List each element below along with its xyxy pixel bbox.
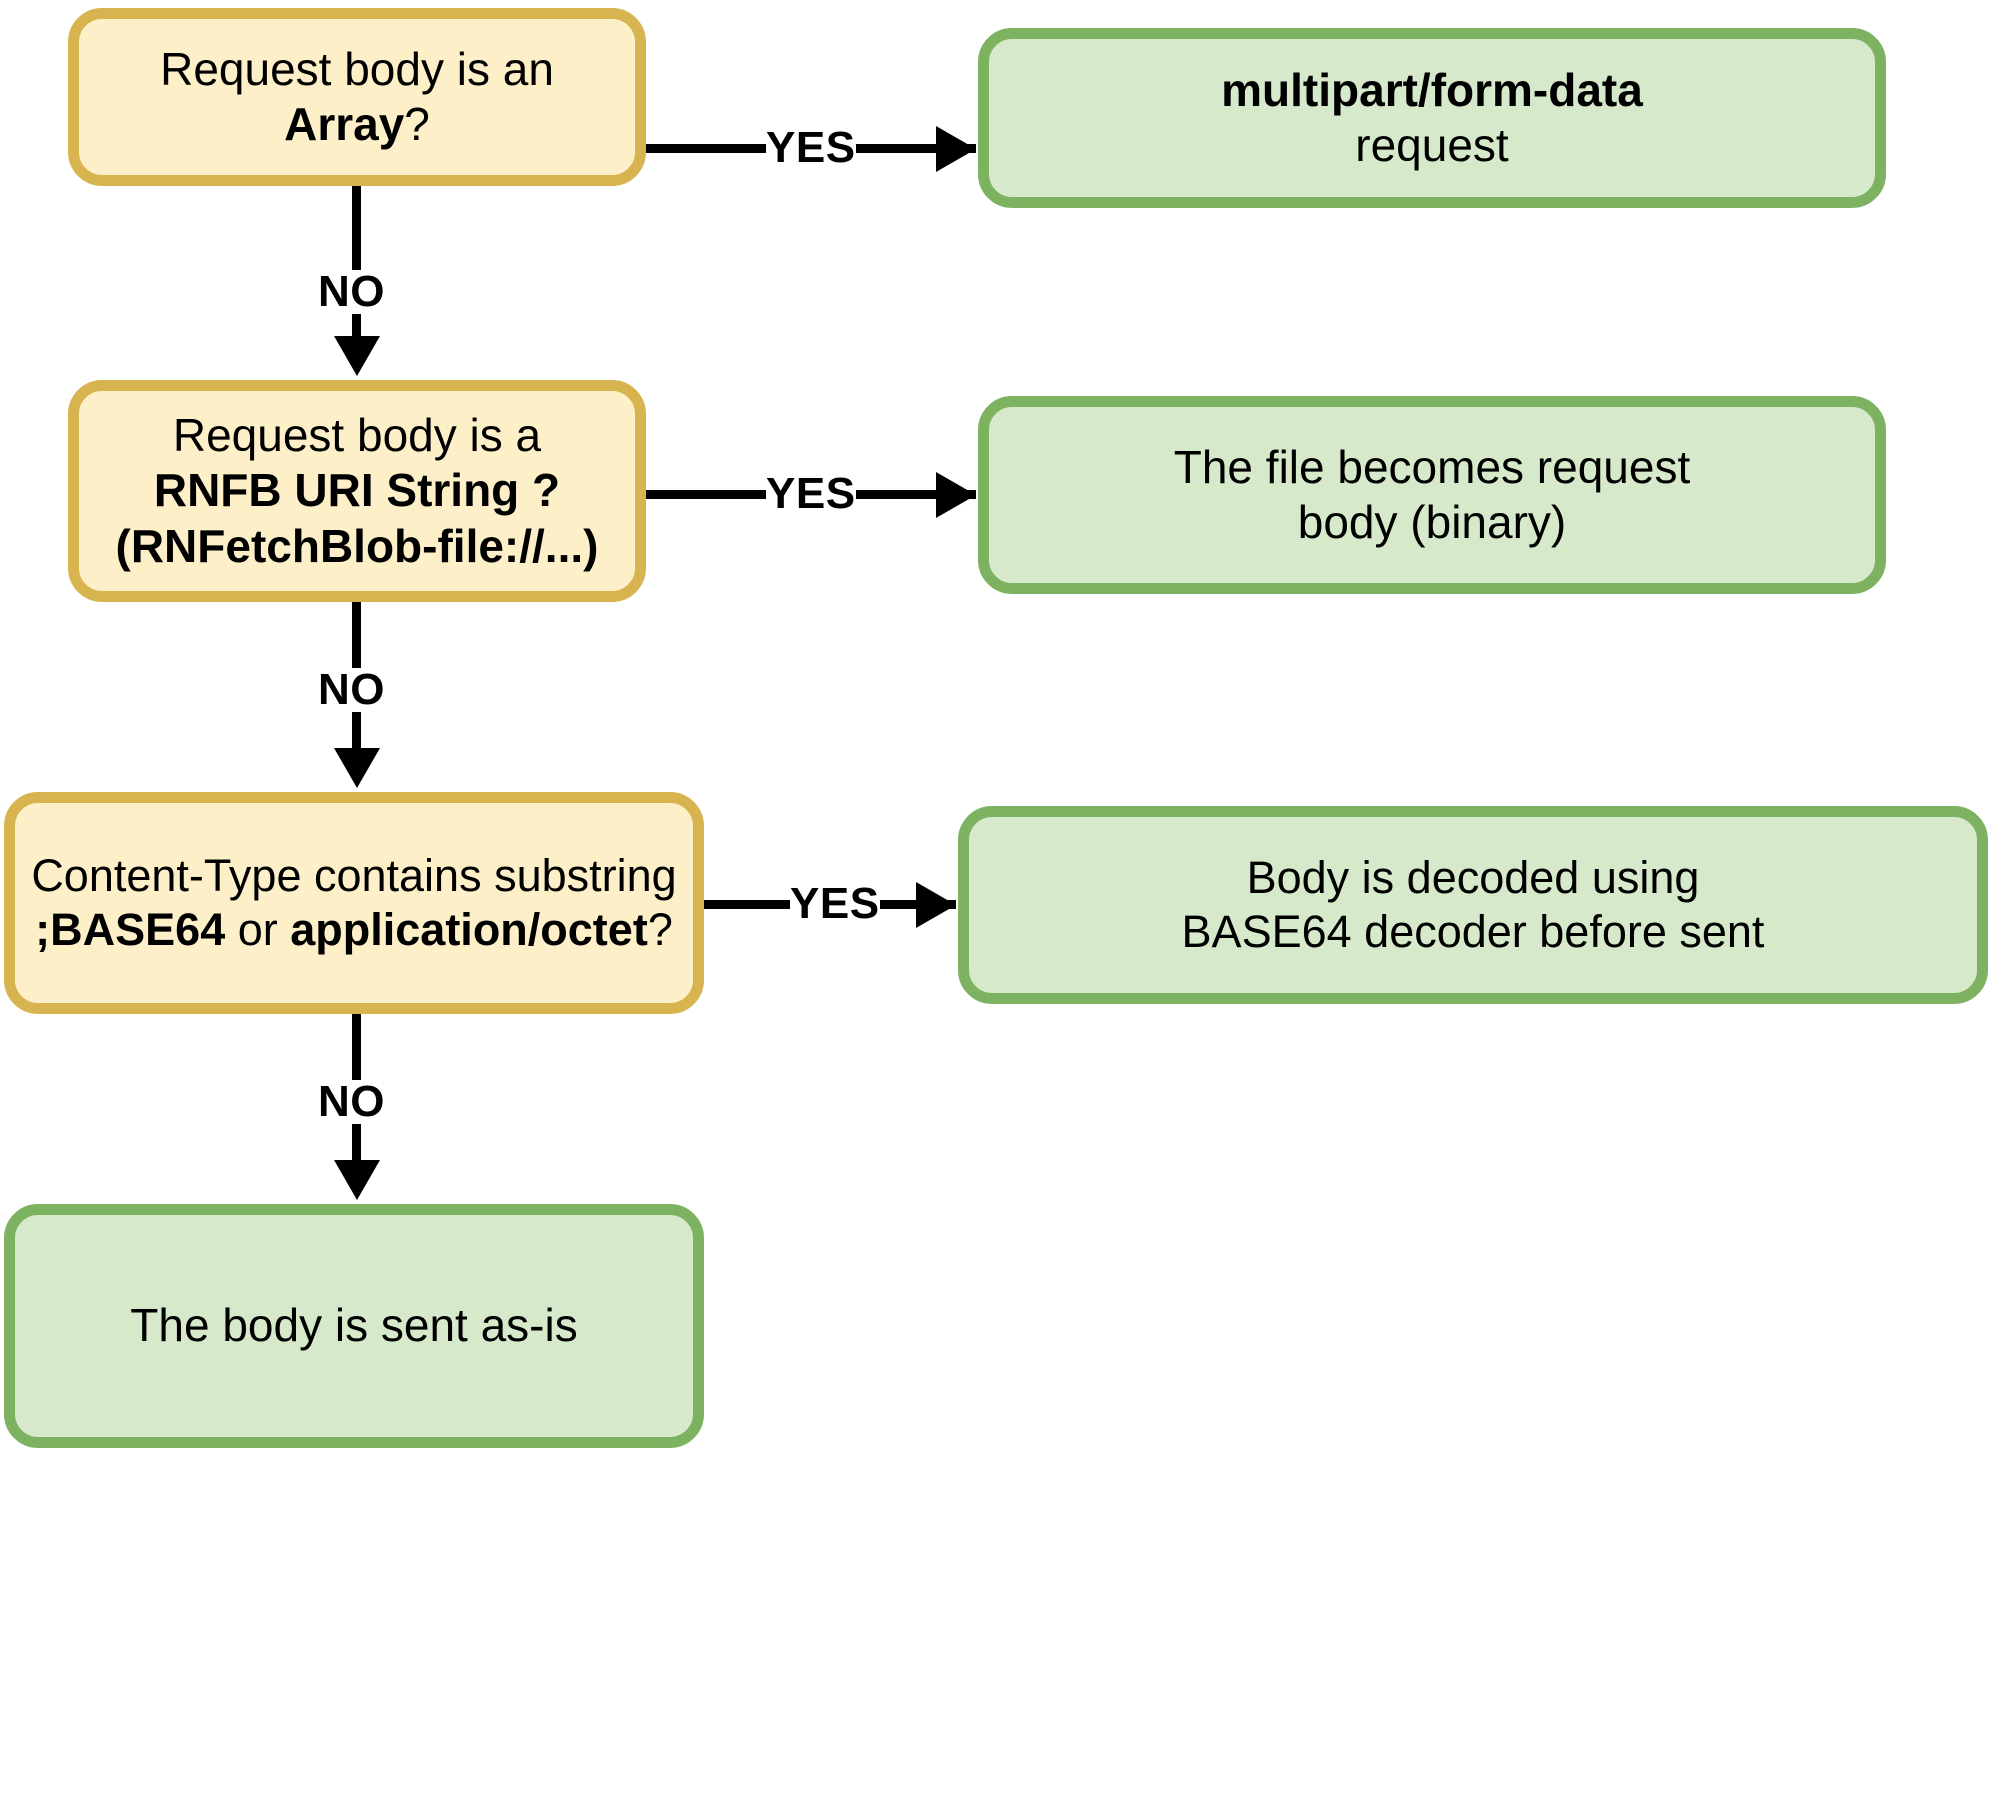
edge-label-q1-no: NO xyxy=(318,267,385,316)
node-text-line: request xyxy=(1003,118,1861,173)
edge-arrowhead-q3-no xyxy=(334,1160,380,1200)
edge-arrowhead-q1-yes xyxy=(936,126,976,172)
node-text: The body is sent as-is xyxy=(15,1298,693,1353)
text-run: The body is sent as-is xyxy=(130,1299,578,1352)
node-text-line: Request body is a xyxy=(93,408,621,463)
edge-label-q2-no: NO xyxy=(318,665,385,714)
text-run-bold: RNFB URI String ? xyxy=(153,464,561,517)
edge-label-q3-no: NO xyxy=(318,1077,385,1126)
node-text-line: BASE64 decoder before sent xyxy=(983,905,1963,959)
edge-label-q1-yes: YES xyxy=(766,123,856,172)
edge-line-q1-no xyxy=(352,186,361,341)
node-text-line: multipart/form-data xyxy=(1003,63,1861,118)
edge-label-q2-yes: YES xyxy=(766,469,856,518)
terminal-node-body-sent-as-is[interactable]: The body is sent as-is xyxy=(4,1204,704,1448)
text-run: ? xyxy=(647,904,673,955)
edge-arrowhead-q2-no xyxy=(334,748,380,788)
text-run-bold: ;BASE64 xyxy=(35,904,226,955)
text-run-bold: multipart/form-data xyxy=(1221,63,1643,116)
edge-arrowhead-q1-no xyxy=(334,336,380,376)
text-run: request xyxy=(1355,119,1509,171)
node-text-line: RNFB URI String ? xyxy=(93,463,621,518)
text-run-bold: Array xyxy=(284,98,405,150)
decision-node-request-body-is-array[interactable]: Request body is an Array? xyxy=(68,8,646,186)
node-text-line: body (binary) xyxy=(1003,495,1861,550)
edge-arrowhead-q2-yes xyxy=(936,472,976,518)
node-text-line: (RNFetchBlob-file://...) xyxy=(93,519,621,574)
node-text-line: The file becomes request xyxy=(1003,440,1861,495)
text-run: Content-Type contains substring xyxy=(31,850,677,901)
text-run-bold: (RNFetchBlob-file://...) xyxy=(115,519,599,572)
text-run-bold: application/octet xyxy=(290,904,648,955)
text-run: Body is decoded using xyxy=(1246,852,1700,903)
text-run: Request body is a xyxy=(172,409,542,462)
text-run: Request body is an xyxy=(160,42,554,95)
text-run: The file becomes request xyxy=(1173,440,1691,493)
node-text: Request body is an Array? xyxy=(79,42,635,152)
decision-node-content-type-substring[interactable]: Content-Type contains substring;BASE64 o… xyxy=(4,792,704,1014)
node-text: Content-Type contains substring;BASE64 o… xyxy=(15,849,693,957)
edge-arrowhead-q3-yes xyxy=(916,882,956,928)
node-text-line: The body is sent as-is xyxy=(29,1298,679,1353)
text-run: or xyxy=(225,904,291,955)
text-run: BASE64 decoder before sent xyxy=(1181,906,1765,957)
text-run: ? xyxy=(404,98,430,150)
edge-label-q3-yes: YES xyxy=(790,879,880,928)
node-text-line: ;BASE64 or application/octet? xyxy=(29,903,679,957)
node-text-line: Body is decoded using xyxy=(983,851,1963,905)
node-text-line: Content-Type contains substring xyxy=(29,849,679,903)
node-text-line: Request body is an Array? xyxy=(93,42,621,152)
text-run: body (binary) xyxy=(1297,496,1567,548)
